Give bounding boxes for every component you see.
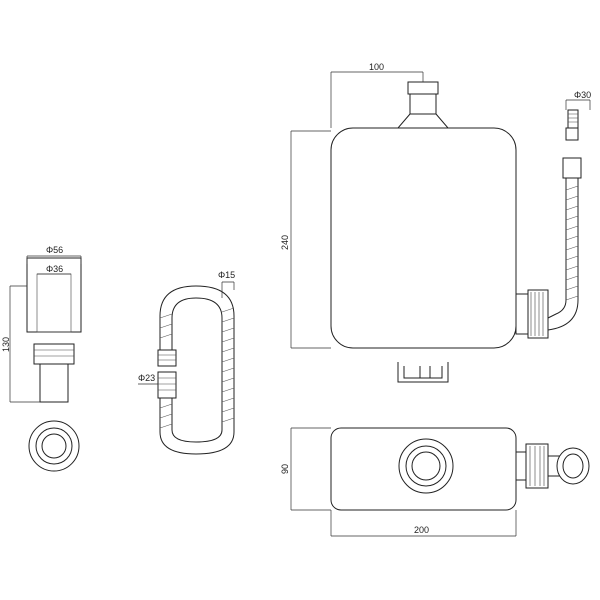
adapter-plan-view [28, 420, 80, 472]
base-center-inner [411, 451, 441, 481]
dim-connector-label: Φ23 [138, 373, 155, 383]
hose-top-fitting [567, 109, 579, 129]
dim-tank-height-label: 240 [280, 235, 290, 250]
tank-outlet-neck [409, 93, 437, 115]
dim-base-height: 90 [280, 427, 331, 511]
tank-side-nut [515, 293, 529, 335]
tank-outlet-shoulder [397, 113, 449, 129]
adapter-side-view [26, 257, 82, 403]
hose-outer [159, 285, 235, 455]
base-center-outer [398, 438, 454, 494]
dim-adapter-height-label: 130 [1, 337, 11, 352]
dim-hose: Φ15 [218, 270, 235, 298]
adapter-plan-outer [28, 420, 80, 472]
dim-adapter-outer-label: Φ56 [46, 245, 63, 255]
tank-foot [397, 362, 449, 383]
tank-top-view [330, 427, 590, 511]
dim-adapter-inner-label: Φ36 [46, 264, 63, 274]
dim-adapter-inner: Φ36 [37, 264, 71, 275]
tank-outlet-cap [407, 81, 439, 95]
hose-assembly [157, 285, 235, 455]
dim-base-width: 200 [330, 510, 517, 537]
dim-outlet-width-label: 100 [369, 62, 384, 72]
dim-adapter-height: 130 [1, 285, 40, 403]
dim-hose-top: Φ30 [565, 90, 591, 110]
dim-hose-top-label: Φ30 [574, 90, 591, 100]
base-hose-loop-inner [562, 453, 584, 479]
dim-hose-label: Φ15 [218, 270, 235, 280]
base-side-fitting [525, 443, 549, 489]
tank-drain-hose [547, 176, 579, 331]
hose-top-nut [565, 127, 579, 141]
base-center-mid [405, 445, 447, 487]
dim-base-height-label: 90 [280, 464, 290, 474]
adapter-plan-mid [35, 427, 73, 465]
tank-front-view [330, 81, 582, 383]
dim-connector: Φ23 [138, 373, 158, 385]
tank-body [330, 127, 517, 349]
base-side-nut [515, 451, 527, 481]
hose-top-connector [562, 157, 582, 179]
base-body [330, 427, 517, 511]
adapter-plan-inner [41, 433, 67, 459]
dim-base-width-label: 200 [414, 525, 429, 535]
adapter-nut [33, 343, 75, 365]
base-hose-loop-outer [556, 447, 590, 485]
hose-inner [171, 297, 223, 443]
dim-outlet-width: 100 [330, 62, 424, 128]
adapter-pipe [39, 363, 69, 403]
hose-connector-upper [157, 349, 177, 367]
hose-connector-lower [157, 371, 177, 399]
dim-adapter-outer: Φ56 [26, 245, 82, 264]
dim-tank-height: 240 [280, 130, 331, 349]
